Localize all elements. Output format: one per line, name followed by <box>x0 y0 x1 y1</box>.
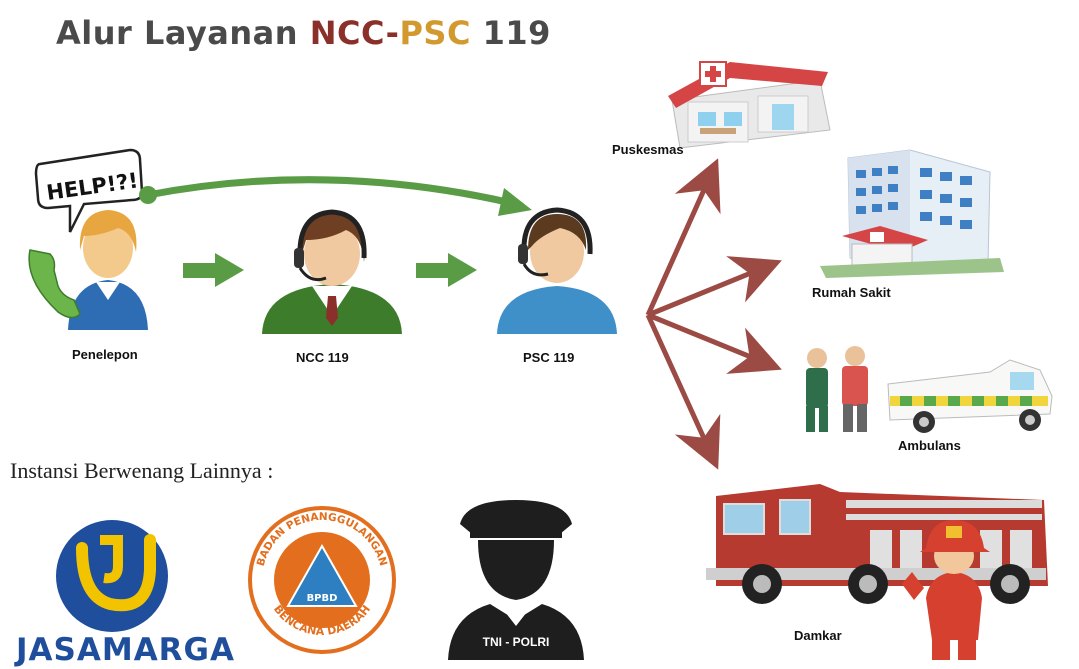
ambulance-vehicle-icon <box>887 359 1053 433</box>
jasamarga-logo: JASAMARGA <box>14 520 235 668</box>
caller-icon <box>28 210 148 330</box>
firefighter-icon <box>902 520 990 660</box>
flow-arrow-ncc-to-psc <box>416 253 477 287</box>
title-part-119: 119 <box>470 14 551 52</box>
title-part-alur: Alur Layanan <box>56 14 310 52</box>
title-part-psc: PSC <box>399 14 471 52</box>
title-part-ncc: NCC <box>309 14 386 52</box>
dispatch-arrows <box>645 158 782 470</box>
tni-polri-silhouette-icon: TNI - POLRI <box>448 500 584 660</box>
puskesmas-label: Puskesmas <box>612 142 684 157</box>
direct-flow-arrow <box>139 176 532 216</box>
psc-label: PSC 119 <box>523 350 575 365</box>
flow-arrow-caller-to-ncc <box>183 253 244 287</box>
fire-truck-icon <box>706 484 1048 604</box>
puskesmas-building-icon <box>668 61 831 149</box>
caller-label: Penelepon <box>72 347 138 362</box>
rumah-sakit-label: Rumah Sakit <box>812 285 891 300</box>
title-dash: - <box>385 14 400 52</box>
ncc-label: NCC 119 <box>296 350 349 365</box>
tni-polri-label: TNI - POLRI <box>483 635 550 649</box>
other-agencies-heading: Instansi Berwenang Lainnya : <box>10 458 274 483</box>
page-title: Alur Layanan NCC-PSC 119 <box>56 14 551 52</box>
bpbd-center-text: BPBD <box>307 593 338 604</box>
ncc-operator-icon <box>262 209 402 334</box>
ambulance-crew-icon <box>806 346 868 432</box>
help-speech-bubble: HELP!?! <box>34 148 144 233</box>
damkar-label: Damkar <box>794 628 842 643</box>
hospital-building-icon <box>820 149 1004 278</box>
ambulans-label: Ambulans <box>898 438 961 453</box>
bpbd-logo: BPBD BADAN PENANGGULANGAN BENCANA DAERAH <box>248 506 396 654</box>
psc-operator-icon <box>497 207 617 334</box>
jasamarga-wordmark: JASAMARGA <box>14 632 235 668</box>
